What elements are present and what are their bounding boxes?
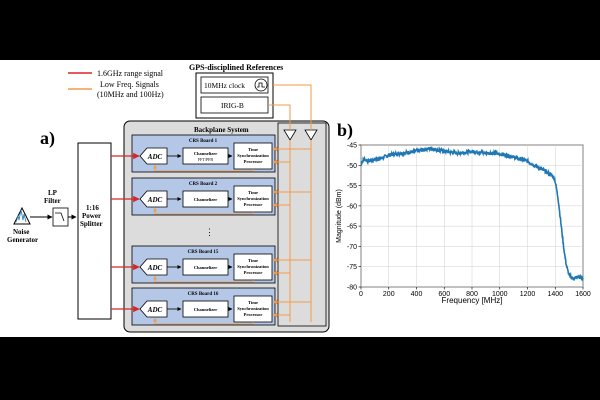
backplane-title: Backplane System (194, 126, 249, 134)
panel-b-label: b) (337, 120, 353, 141)
x-tick-label: 400 (411, 291, 423, 298)
y-tick-label: -75 (347, 264, 357, 271)
legend-rf-label: 1.6GHz range signal (97, 69, 164, 78)
irig-label: IRIG-B (221, 101, 244, 110)
figure-svg: 1.6GHz range signal Low Freq. Signals (1… (7, 63, 591, 333)
tsp-label-1: Time (248, 147, 258, 152)
y-tick-label: -65 (347, 224, 357, 231)
adc-clock-line (153, 317, 254, 325)
references-title: GPS-disciplined References (189, 63, 283, 72)
crs-board-4: CRS Board 16 ADC Channelizer TimeSynchroniz… (111, 287, 311, 326)
boards-ellipsis: ⋮ (205, 227, 214, 237)
lowpass-icon (55, 212, 65, 222)
tsp-label-3: Processor (244, 312, 263, 317)
adc-clock-line (153, 207, 254, 215)
tsp-label-1: Time (248, 258, 258, 263)
tsp-label-2: Synchronization (237, 153, 269, 158)
tsp-label-1: Time (248, 300, 258, 305)
y-axis-label: Magnitude (dBm) (336, 189, 343, 243)
adc-clock-line (153, 275, 254, 283)
adc-clock-line (153, 164, 254, 172)
tsp-label-3: Processor (244, 202, 263, 207)
noise-label-1: Noise (13, 228, 29, 236)
splitter-label-2: Power (82, 212, 101, 220)
tsp-label-2: Synchronization (237, 196, 269, 201)
spectrum-chart: -45 -50 -55 -60 -65 -70 -75 -80 0 200 400 600 800 10… (336, 143, 591, 306)
tsp-label-2: Synchronization (237, 306, 269, 311)
lp-label-1: LP (48, 189, 58, 197)
tsp-label-2: Synchronization (237, 264, 269, 269)
crs-board-2: CRS Board 2 ADC Channelizer TimeSynchroniza… (111, 177, 311, 216)
lp-label-2: Filter (44, 197, 61, 205)
adc-label: ADC (147, 306, 163, 314)
y-axis-ticks: -45 -50 -55 -60 -65 -70 -75 -80 (347, 143, 361, 292)
noise-generator: Noise Generator (7, 206, 38, 244)
tsp-block (233, 295, 273, 323)
tsp-label-3: Processor (244, 270, 263, 275)
x-tick-label: 600 (438, 291, 450, 298)
clock-label: 10MHz clock (204, 81, 245, 90)
x-tick-label: 200 (383, 291, 395, 298)
backplane-bus (277, 122, 327, 327)
panel-a-label: a) (40, 128, 55, 149)
channelizer-label: Channelizer (194, 151, 218, 156)
x-tick-label: 1000 (492, 291, 508, 298)
gps-references: GPS-disciplined References 10MHz clock I… (189, 63, 283, 119)
y-tick-label: -55 (347, 183, 357, 190)
y-tick-label: -60 (347, 203, 357, 210)
spectrum-trace (360, 146, 584, 283)
board-title: CRS Board 2 (189, 182, 218, 187)
tsp-label-1: Time (248, 190, 258, 195)
splitter-label-3: Splitter (80, 220, 103, 228)
board-title: CRS Board 1 (189, 139, 218, 144)
adc-label: ADC (147, 196, 163, 204)
legend-lf-label-sub: (10MHz and 100Hz) (97, 90, 164, 99)
lp-filter: LP Filter (44, 189, 69, 227)
board-title: CRS Board 15 (188, 250, 219, 255)
y-tick-label: -50 (347, 163, 357, 170)
noise-label-2: Generator (7, 236, 38, 244)
channelizer-label: Channelizer (194, 307, 218, 312)
x-tick-label: 1200 (520, 291, 536, 298)
channelizer-label: Channelizer (194, 197, 218, 202)
x-axis-label: Frequency [MHz] (442, 296, 503, 305)
power-splitter: 1:16 Power Splitter (77, 142, 112, 320)
channelizer-sub-label: FFT/PFB (198, 157, 213, 162)
noise-icon (15, 209, 27, 223)
channelizer-label: Channelizer (194, 265, 218, 270)
x-axis-ticks: 0 200 400 600 800 1000 1200 1400 1600 (359, 287, 591, 298)
adc-label: ADC (147, 153, 163, 161)
board-title: CRS Board 16 (188, 292, 219, 297)
legend: 1.6GHz range signal Low Freq. Signals (1… (68, 69, 164, 99)
figure-page: 1.6GHz range signal Low Freq. Signals (1… (0, 60, 600, 337)
y-tick-label: -70 (347, 244, 357, 251)
legend-lf-label: Low Freq. Signals (100, 80, 159, 89)
y-tick-label: -45 (347, 143, 357, 150)
tsp-label-3: Processor (244, 159, 263, 164)
y-tick-label: -80 (347, 285, 357, 292)
tsp-block (233, 185, 273, 213)
crs-board-3: CRS Board 15 ADC Channelizer TimeSynchroniz… (111, 245, 311, 284)
x-tick-label: 1600 (575, 291, 591, 298)
x-tick-label: 800 (466, 291, 478, 298)
clock-box (200, 76, 269, 94)
clock-wave-icon (254, 78, 268, 92)
reference-lines (268, 84, 312, 322)
chart-grid (360, 144, 584, 288)
x-tick-label: 0 (359, 291, 363, 298)
splitter-label-1: 1:16 (86, 204, 99, 212)
tsp-block (233, 253, 273, 281)
x-tick-label: 1400 (547, 291, 563, 298)
adc-label: ADC (147, 264, 163, 272)
